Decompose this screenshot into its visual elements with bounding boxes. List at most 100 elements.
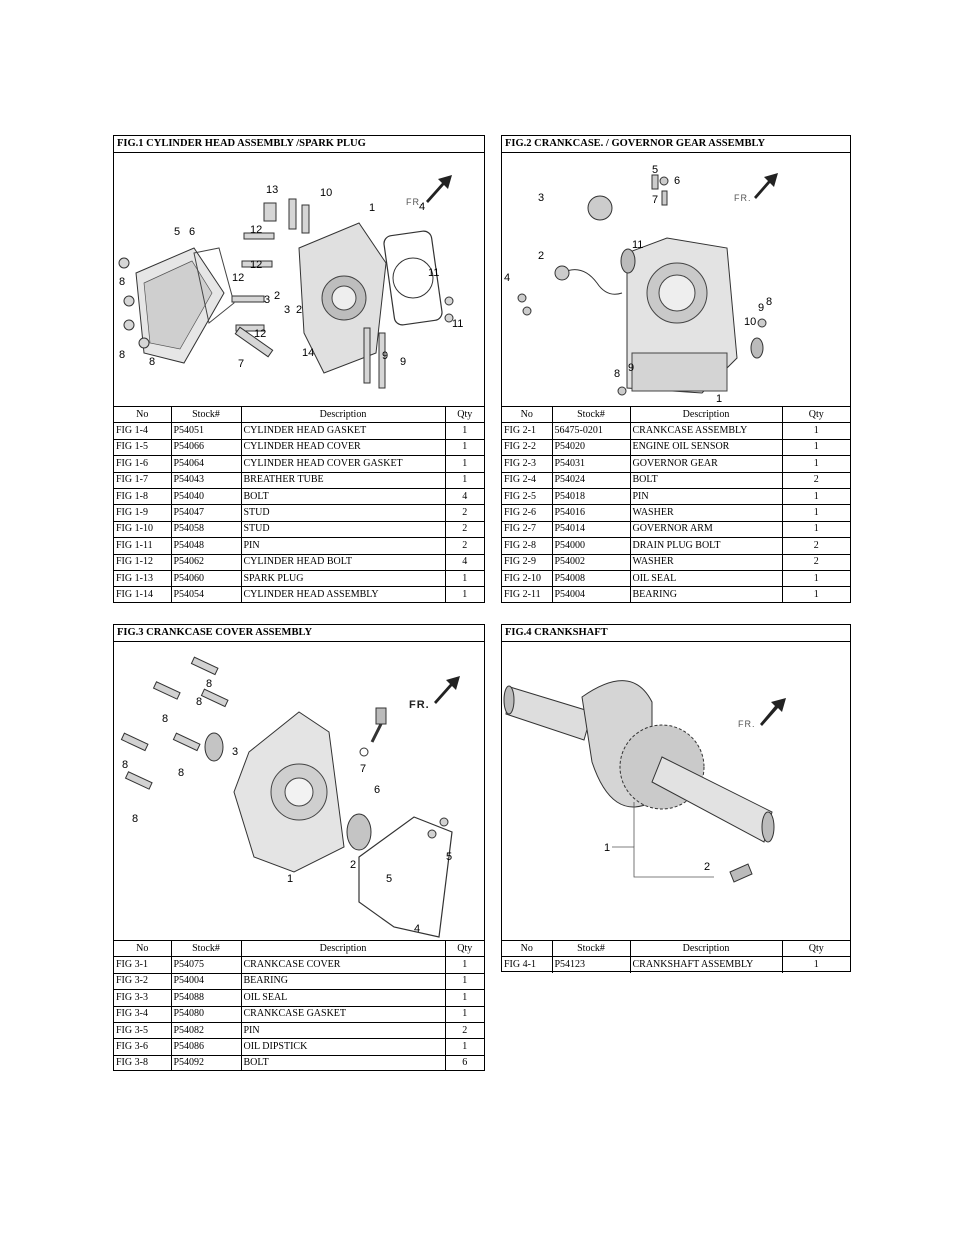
callout-number: 8 [149, 356, 155, 368]
column-header-description: Description [240, 407, 446, 424]
callout-number: 9 [382, 350, 388, 362]
figure-title: FIG.1 CYLINDER HEAD ASSEMBLY /SPARK PLUG [114, 136, 484, 153]
quantity-cell: 1 [444, 956, 484, 974]
quantity-cell: 4 [444, 487, 484, 506]
column-header-no: No [114, 407, 172, 424]
stock-number-cell: P54060 [170, 569, 242, 588]
stock-number-cell: P54018 [551, 487, 631, 506]
quantity-cell: 1 [444, 471, 484, 489]
front-arrow-icon [434, 676, 460, 704]
fr-label: FR. [738, 719, 756, 729]
description-cell: BOLT [240, 487, 446, 506]
quantity-cell: 1 [444, 989, 484, 1007]
quantity-cell: 1 [444, 1038, 484, 1056]
callout-number: 4 [419, 201, 425, 213]
quantity-cell: 2 [781, 537, 850, 555]
quantity-cell: 1 [781, 520, 850, 539]
exploded-diagram: FR. 1 2 [502, 642, 850, 941]
callout-number: 2 [274, 290, 280, 302]
callout-number: 8 [178, 767, 184, 779]
callout-number: 13 [266, 184, 278, 196]
column-header-stock: Stock# [551, 941, 631, 958]
callout-number: 12 [250, 259, 262, 271]
quantity-cell: 1 [781, 586, 850, 603]
stock-number-cell: P54002 [551, 553, 631, 571]
stock-number-cell: P54008 [551, 569, 631, 588]
stock-number-cell: P54080 [170, 1005, 242, 1023]
column-header-no: No [502, 941, 553, 958]
callout-number: 6 [674, 175, 680, 187]
callout-number: 12 [254, 328, 266, 340]
stock-number-cell: P54123 [551, 956, 631, 973]
callout-number: 4 [414, 923, 420, 935]
callout-number: 9 [400, 356, 406, 368]
part-number-cell: FIG 3-1 [114, 956, 172, 974]
figure-panel-2: FIG.2 CRANKCASE. / GOVERNOR GEAR ASSEMBL… [501, 135, 851, 603]
part-number-cell: FIG 2-11 [502, 586, 553, 603]
callout-number: 2 [538, 250, 544, 262]
governor-gear-shape [587, 195, 613, 221]
callout-number: 8 [119, 276, 125, 288]
callout-number: 7 [238, 358, 244, 370]
quantity-cell: 1 [444, 422, 484, 440]
crankshaft-right-shaft [651, 756, 773, 843]
quantity-cell: 2 [444, 537, 484, 555]
description-cell: STUD [240, 520, 446, 539]
stock-number-cell: P54016 [551, 504, 631, 522]
callout-number: 12 [232, 272, 244, 284]
description-cell: SPARK PLUG [240, 569, 446, 588]
quantity-cell: 1 [781, 569, 850, 588]
stock-number-cell: P54004 [170, 972, 242, 991]
part-number-cell: FIG 1-12 [114, 553, 172, 571]
front-arrow-icon [760, 698, 786, 726]
quantity-cell: 1 [781, 487, 850, 506]
stock-number-cell: P54048 [170, 537, 242, 555]
part-number-cell: FIG 2-6 [502, 504, 553, 522]
column-header-stock: Stock# [170, 407, 242, 424]
description-cell: STUD [240, 504, 446, 522]
callout-number: 8 [119, 349, 125, 361]
figure-title: FIG.4 CRANKSHAFT [502, 625, 850, 642]
fr-label: FR. [734, 193, 752, 203]
quantity-cell: 1 [444, 1005, 484, 1023]
part-number-cell: FIG 1-4 [114, 422, 172, 440]
callout-number: 7 [652, 194, 658, 206]
column-header-qty: Qty [781, 941, 850, 958]
part-number-cell: FIG 1-14 [114, 586, 172, 603]
description-cell: DRAIN PLUG BOLT [629, 537, 783, 555]
quantity-cell: 1 [781, 455, 850, 473]
description-cell: PIN [629, 487, 783, 506]
part-number-cell: FIG 3-4 [114, 1005, 172, 1023]
quantity-cell: 2 [444, 520, 484, 539]
part-number-cell: FIG 1-9 [114, 504, 172, 522]
part-number-cell: FIG 1-5 [114, 438, 172, 457]
callout-number: 6 [374, 784, 380, 796]
column-header-qty: Qty [781, 407, 850, 424]
quantity-cell: 1 [781, 956, 850, 973]
description-cell: BEARING [240, 972, 446, 991]
callout-number: 8 [766, 296, 772, 308]
stock-number-cell: P54024 [551, 471, 631, 489]
callout-number: 3 [232, 746, 238, 758]
column-header-stock: Stock# [551, 407, 631, 424]
callout-number: 10 [320, 187, 332, 199]
stock-number-cell: P54066 [170, 438, 242, 457]
part-number-cell: FIG 1-6 [114, 455, 172, 473]
